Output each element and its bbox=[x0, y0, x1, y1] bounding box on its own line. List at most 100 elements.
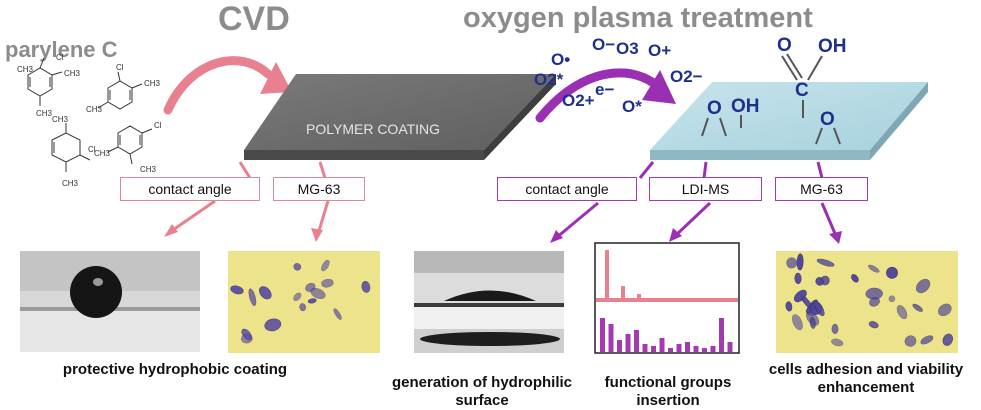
polymer-coated-plate bbox=[244, 74, 556, 160]
spectrum-peak bbox=[693, 346, 699, 352]
hydroxyl-group: OH bbox=[731, 96, 760, 117]
caption-functional: functional groups insertion bbox=[604, 374, 732, 409]
ether-oxygen-left: O bbox=[707, 98, 722, 119]
spectrum-peak bbox=[621, 286, 625, 298]
stained-cell bbox=[333, 308, 342, 320]
parylene-molecule-2 bbox=[97, 71, 143, 110]
cells-photo-untreated bbox=[228, 251, 380, 353]
stained-cell bbox=[896, 305, 908, 320]
ldi-ms-spectrum bbox=[594, 242, 740, 354]
arrow-to-flat-droplet bbox=[555, 201, 599, 240]
stained-cell bbox=[785, 301, 793, 312]
methyl-label: CH3 bbox=[94, 149, 111, 158]
stained-cell bbox=[851, 274, 859, 283]
spectrum-peak bbox=[637, 294, 641, 298]
stained-cell bbox=[920, 335, 934, 345]
plasma-treated-plate bbox=[650, 82, 928, 160]
chlorine-label: Cl bbox=[154, 121, 162, 130]
stained-cell bbox=[868, 321, 879, 329]
species-o2-plus: O2+ bbox=[562, 91, 595, 110]
arrow-to-treated-cells bbox=[820, 202, 838, 237]
species-o2-excited: O2* bbox=[534, 70, 564, 89]
caption-hydrophilic: generation of hydrophilic surface bbox=[391, 374, 572, 409]
spectrum-baseline bbox=[596, 298, 738, 302]
spectrum-peak bbox=[608, 324, 614, 352]
hydrophilic-droplet-photo bbox=[414, 251, 564, 353]
spectrum-peak bbox=[642, 344, 648, 352]
arrow-to-droplet bbox=[169, 199, 216, 234]
caption-hydrophobic: protective hydrophobic coating bbox=[62, 361, 288, 378]
spectrum-treated bbox=[600, 318, 733, 352]
result-arrows bbox=[169, 161, 838, 240]
stained-cell bbox=[904, 335, 917, 347]
spectrum-peak bbox=[719, 318, 724, 352]
stained-cell bbox=[230, 285, 244, 295]
stained-cell bbox=[816, 258, 835, 267]
contact-angle-tag-untreated: contact angle bbox=[120, 177, 260, 201]
methyl-label: CH3 bbox=[86, 105, 103, 114]
spectrum-peak bbox=[710, 346, 716, 352]
mg63-tag-untreated: MG-63 bbox=[273, 177, 365, 201]
stained-cell bbox=[293, 263, 302, 271]
spectrum-peak bbox=[659, 338, 665, 352]
methyl-label: CH3 bbox=[36, 109, 53, 118]
spectrum-peak bbox=[625, 334, 631, 352]
arrow-to-cells bbox=[316, 200, 330, 235]
stained-cell bbox=[888, 295, 896, 303]
mg63-tag-treated: MG-63 bbox=[775, 177, 868, 201]
stained-cell bbox=[886, 266, 898, 279]
spectrum-peak bbox=[600, 318, 605, 352]
stained-cell bbox=[321, 259, 330, 272]
stained-cell bbox=[809, 316, 816, 329]
parylene-molecule-3 bbox=[51, 123, 91, 172]
stained-cell bbox=[361, 281, 371, 293]
arrow-to-spectrum bbox=[673, 201, 712, 238]
stained-cell bbox=[307, 298, 317, 304]
stained-cell bbox=[831, 323, 839, 335]
stained-cell bbox=[868, 264, 880, 273]
stained-cell bbox=[813, 300, 825, 316]
species-ozone: O3 bbox=[616, 39, 639, 58]
stained-cell bbox=[915, 278, 931, 294]
stained-cell bbox=[942, 333, 954, 346]
carboxyl-hydroxyl: OH bbox=[818, 36, 847, 57]
stained-cell bbox=[241, 333, 253, 344]
contact-angle-tag-treated: contact angle bbox=[497, 177, 637, 201]
arrow-heads bbox=[164, 224, 842, 244]
spectrum-peak bbox=[727, 342, 733, 352]
molecule-atom-labels: CH3 Cl CH3 CH3 Cl CH3 CH3 CH3 Cl CH3 Cl … bbox=[17, 53, 162, 188]
methyl-label: CH3 bbox=[144, 79, 161, 88]
functional-groups: OH OH O C O O bbox=[707, 35, 847, 130]
stained-cell bbox=[912, 303, 923, 312]
species-electron: e− bbox=[595, 80, 614, 99]
spectrum-peak bbox=[617, 340, 622, 352]
spectrum-peak bbox=[651, 346, 656, 352]
cvd-arrow bbox=[163, 56, 292, 115]
stained-cell bbox=[815, 277, 824, 286]
stained-cell bbox=[264, 318, 282, 332]
stained-cell bbox=[938, 303, 952, 317]
stained-cell bbox=[794, 289, 807, 303]
carbon-atom: C bbox=[795, 80, 809, 101]
plasma-title: oxygen plasma treatment bbox=[463, 2, 813, 34]
chlorine-label: Cl bbox=[88, 145, 96, 154]
carbonyl-oxygen: O bbox=[777, 35, 792, 56]
methyl-label: CH3 bbox=[52, 115, 69, 124]
stained-cell bbox=[248, 288, 257, 306]
methyl-label: CH3 bbox=[62, 179, 79, 188]
stained-cell bbox=[321, 278, 334, 288]
precursor-title: parylene C bbox=[5, 37, 118, 62]
functional-group-bonds bbox=[701, 53, 841, 145]
stained-cell bbox=[791, 314, 803, 331]
caption-cells: cells adhesion and viability enhancement bbox=[768, 361, 964, 396]
spectrum-peak bbox=[605, 250, 609, 298]
stained-cell bbox=[299, 303, 307, 312]
methyl-label: CH3 bbox=[64, 69, 81, 78]
hydrophobic-droplet-photo bbox=[20, 251, 200, 352]
ether-oxygen-right: O bbox=[820, 109, 835, 130]
plate-label: POLYMER COATING bbox=[306, 121, 440, 137]
stained-cell bbox=[310, 287, 326, 300]
parylene-molecule-1 bbox=[27, 57, 63, 106]
